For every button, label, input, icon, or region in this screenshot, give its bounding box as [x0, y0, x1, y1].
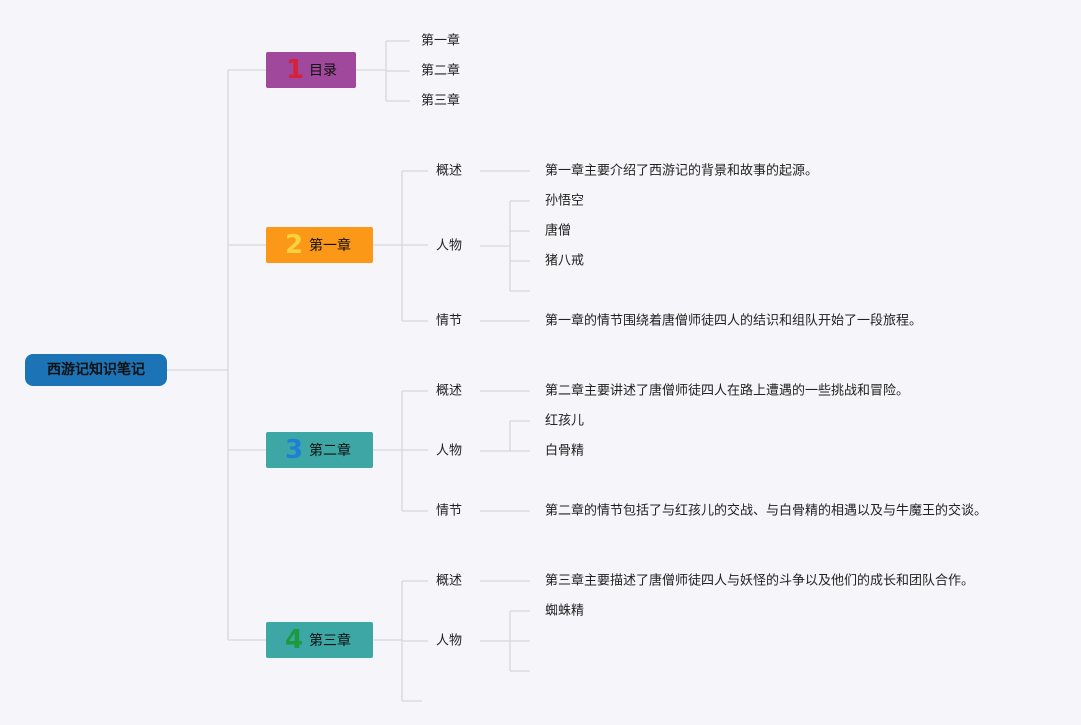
- section-label: 第二章: [309, 442, 351, 459]
- section-node-box: [266, 622, 373, 658]
- toc-item[interactable]: 第三章: [421, 93, 460, 109]
- section-label: 第三章: [309, 632, 351, 649]
- section-node-box: [266, 52, 356, 88]
- toc-item[interactable]: 第二章: [421, 63, 460, 79]
- section-label: 目录: [309, 63, 337, 79]
- section-number: 3: [285, 435, 303, 465]
- topic-detail[interactable]: 第一章的情节围绕着唐僧师徒四人的结识和组队开始了一段旅程。: [545, 313, 922, 329]
- character-item[interactable]: 蜘蛛精: [545, 604, 584, 619]
- connector-lines: [167, 40, 530, 702]
- topic-detail[interactable]: 第三章主要描述了唐僧师徒四人与妖怪的斗争以及他们的成长和团队合作。: [545, 573, 974, 589]
- toc-item[interactable]: 第一章: [421, 33, 460, 49]
- topic-detail[interactable]: 第一章主要介绍了西游记的背景和故事的起源。: [545, 163, 818, 179]
- topic-characters[interactable]: 人物: [436, 239, 462, 254]
- root-node-label: 西游记知识笔记: [47, 361, 145, 378]
- character-item[interactable]: 白骨精: [545, 443, 584, 459]
- root-node-box: [25, 354, 167, 386]
- section-node-toc[interactable]: 1 目录: [266, 52, 356, 88]
- topic-characters[interactable]: 人物: [436, 634, 462, 649]
- character-item[interactable]: 猪八戒: [545, 254, 584, 269]
- topic-plot[interactable]: 情节: [436, 314, 462, 329]
- section-number: 1: [286, 55, 304, 85]
- section-node-chapter-1[interactable]: 2 第一章: [266, 227, 373, 263]
- topic-detail[interactable]: 第二章的情节包括了与红孩儿的交战、与白骨精的相遇以及与牛魔王的交谈。: [545, 503, 987, 519]
- section-number: 2: [285, 230, 303, 260]
- character-item[interactable]: 唐僧: [545, 223, 571, 239]
- section-number: 4: [285, 625, 303, 655]
- section-node-chapter-2[interactable]: 3 第二章: [266, 432, 373, 468]
- character-item[interactable]: 孙悟空: [545, 194, 584, 209]
- section-node-box: [266, 432, 373, 468]
- topic-overview[interactable]: 概述: [436, 384, 462, 399]
- character-item[interactable]: 红孩儿: [545, 413, 584, 429]
- section-node-chapter-3[interactable]: 4 第三章: [266, 622, 373, 658]
- root-node[interactable]: 西游记知识笔记: [25, 354, 167, 386]
- section-label: 第一章: [309, 237, 351, 254]
- topic-detail[interactable]: 第二章主要讲述了唐僧师徒四人在路上遭遇的一些挑战和冒险。: [545, 383, 909, 399]
- topic-characters[interactable]: 人物: [436, 444, 462, 459]
- topic-overview[interactable]: 概述: [436, 574, 462, 589]
- topic-plot[interactable]: 情节: [436, 504, 462, 519]
- section-node-box: [266, 227, 373, 263]
- topic-overview[interactable]: 概述: [436, 164, 462, 179]
